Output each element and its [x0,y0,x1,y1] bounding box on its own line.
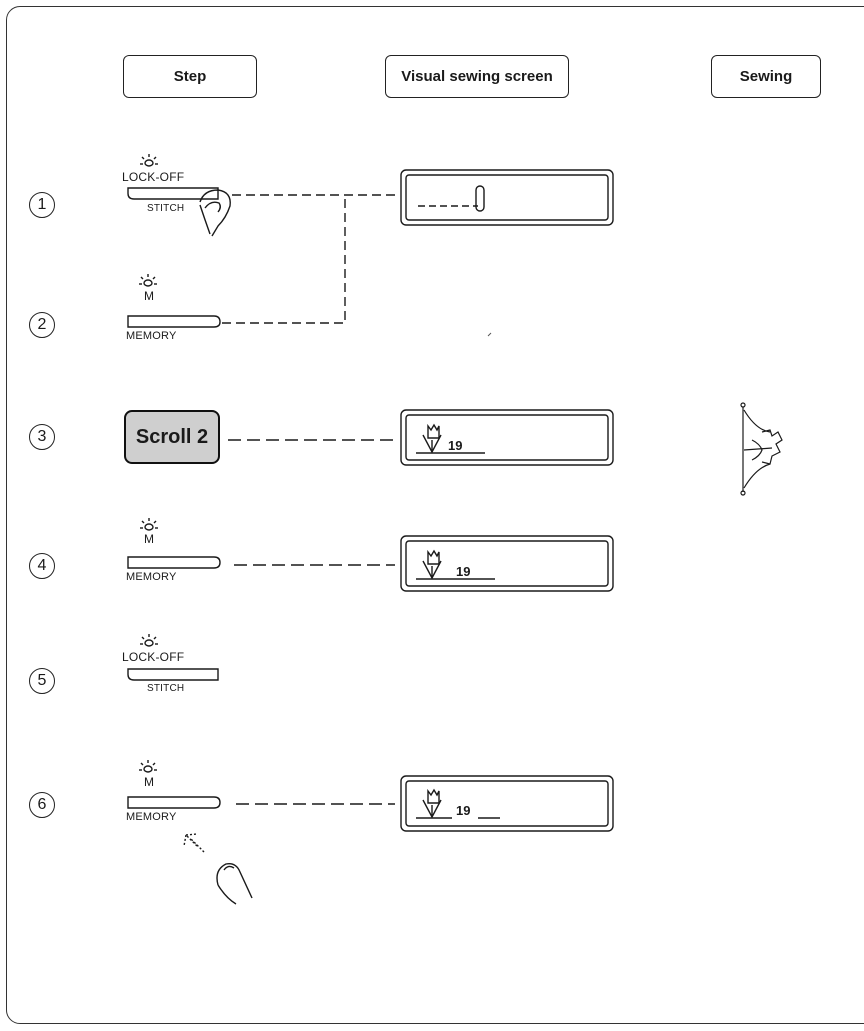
finger-press-icon-6 [217,864,252,904]
lock-off-label-5: LOCK-OFF [122,650,184,664]
stitch-label-5: STITCH [147,683,184,694]
memory-m-label-6: M [144,775,154,789]
stitch-label-1: STITCH [147,203,184,214]
memory-button-6 [128,797,220,808]
scroll-2-key[interactable]: Scroll 2 [124,410,220,464]
lock-off-stitch-button-1 [128,188,218,199]
memory-m-label-2: M [144,289,154,303]
display-4-number: 19 [456,564,470,579]
led-light-icon-2 [139,274,157,286]
display-1 [401,170,613,225]
led-light-icon-5 [140,634,158,646]
memory-label-4: MEMORY [126,571,177,583]
sewn-tulip-pattern [741,403,782,495]
dotted-arrow-icon [184,834,204,852]
led-light-icon-4 [140,518,158,530]
lock-off-stitch-button-5 [128,669,218,680]
lock-off-label-1: LOCK-OFF [122,170,184,184]
memory-button-4 [128,557,220,568]
display-3-number: 19 [448,438,462,453]
memory-label-2: MEMORY [126,330,177,342]
memory-button-2 [128,316,220,327]
led-light-icon-6 [139,760,157,772]
led-light-icon-1 [140,154,158,166]
memory-m-label-4: M [144,532,154,546]
finger-press-icon-1 [200,190,230,236]
display-6-number: 19 [456,803,470,818]
memory-label-6: MEMORY [126,811,177,823]
